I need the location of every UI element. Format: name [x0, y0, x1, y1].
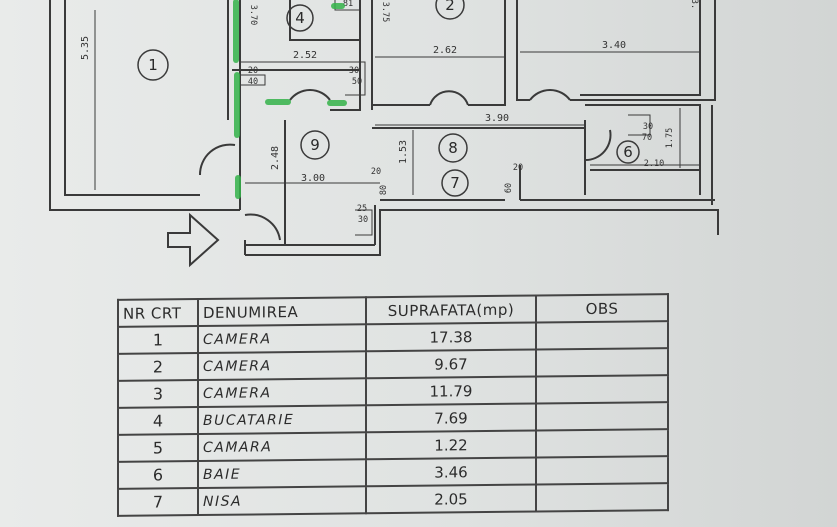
room-marker-6	[616, 140, 640, 164]
door-arc-room-3	[529, 89, 571, 101]
header-suprafata: SUPRAFATA(mp)	[366, 295, 536, 325]
door-arc-bath	[584, 129, 612, 162]
cell-nr: 1	[118, 326, 198, 354]
header-denumirea: DENUMIREA	[198, 297, 366, 327]
cell-suprafata: 2.05	[366, 484, 536, 514]
cell-obs	[536, 483, 668, 512]
dim-2-48: 2.48	[270, 146, 281, 170]
wall-bath-top	[585, 104, 701, 195]
room-9-label: 9	[310, 136, 320, 154]
wall-exterior-bottom	[245, 209, 719, 256]
dim-80: 80	[379, 185, 389, 195]
dim-40: 40	[248, 77, 258, 87]
dim-3-right: 3.	[689, 0, 699, 9]
cell-denumirea: BAIE	[198, 459, 366, 489]
vent-shaft-2	[345, 61, 366, 96]
room-6-label: 6	[623, 143, 633, 161]
dim-2-10: 2.10	[644, 159, 664, 169]
cell-obs	[536, 321, 668, 350]
room-8-label: 8	[448, 139, 458, 157]
wall-room-3-left	[516, 0, 530, 101]
door-arc-room-2	[429, 90, 469, 106]
dim-81: 81	[343, 0, 353, 9]
dim-1-53: 1.53	[398, 140, 409, 164]
room-2-label: 2	[445, 0, 455, 14]
cell-nr: 5	[118, 434, 198, 462]
dim-60: 60	[504, 183, 514, 193]
cell-nr: 7	[118, 488, 198, 516]
cell-denumirea: BUCATARIE	[198, 405, 366, 435]
door-arc-entry	[244, 213, 281, 241]
dim-1-75: 1.75	[665, 128, 675, 148]
room-marker-1	[137, 49, 169, 81]
cell-obs	[536, 456, 668, 485]
room-marker-2	[435, 0, 465, 20]
vent-shaft-4	[628, 114, 651, 136]
room-4-label: 4	[295, 9, 305, 27]
dim-20-c: 20	[513, 163, 523, 173]
cell-obs	[536, 348, 668, 377]
dim-30-a: 30	[349, 66, 359, 76]
cell-suprafata: 3.46	[366, 457, 536, 487]
door-arc-kitchen	[289, 89, 331, 101]
dim-2-62: 2.62	[433, 45, 457, 56]
dim-30-c: 30	[643, 122, 653, 132]
entrance-arrow-icon	[167, 212, 220, 268]
cell-denumirea: CAMARA	[198, 432, 366, 462]
dim-3-75: 3.75	[380, 2, 390, 22]
vent-shaft	[240, 74, 266, 86]
room-marker-4	[286, 4, 314, 32]
dim-20-a: 20	[248, 66, 258, 76]
cell-obs	[536, 429, 668, 458]
dim-3-40: 3.40	[602, 40, 626, 51]
door-arc-room-1	[198, 143, 236, 176]
cell-suprafata: 11.79	[366, 376, 536, 406]
dim-70: 70	[642, 133, 652, 143]
wall-room-3-inner	[580, 0, 701, 96]
cell-obs	[536, 375, 668, 404]
dim-5-35: 5.35	[80, 36, 91, 60]
cell-suprafata: 17.38	[366, 322, 536, 352]
cell-nr: 6	[118, 461, 198, 489]
room-marker-9	[300, 130, 330, 160]
room-marker-8	[438, 133, 468, 163]
surface-table-wrap: NR CRT DENUMIREA SUPRAFATA(mp) OBS 1 CAM…	[117, 293, 669, 517]
vent-shaft-3	[355, 209, 373, 236]
wall-room-3-bottom	[570, 0, 716, 101]
dim-20-b: 20	[371, 167, 381, 177]
cell-suprafata: 7.69	[366, 403, 536, 433]
table-row: 7 NISA 2.05	[118, 483, 668, 516]
room-7-label: 7	[450, 174, 460, 192]
cell-suprafata: 9.67	[366, 349, 536, 379]
floor-plan: 1 2 4 6 7 8 9 5.35 2.52 2.62 3.40 3.90 2…	[49, 0, 719, 268]
header-nr-crt: NR CRT	[118, 299, 198, 327]
wall-room-2-bottom-b	[468, 0, 506, 106]
header-obs: OBS	[536, 294, 668, 323]
dim-2-52: 2.52	[293, 50, 317, 61]
dim-25: 25	[357, 204, 367, 214]
dim-30-b: 30	[358, 215, 368, 225]
wall-kitchen-right	[330, 0, 361, 111]
dim-3-90: 3.90	[485, 113, 509, 124]
room-marker-7	[441, 169, 469, 197]
cell-nr: 2	[118, 353, 198, 381]
room-1-label: 1	[148, 56, 158, 74]
dim-3-70: 3.70	[248, 5, 258, 25]
wall-room-1-inner	[64, 0, 200, 196]
wall-room-1-outer	[49, 0, 240, 211]
cell-denumirea: CAMERA	[198, 351, 366, 381]
cell-nr: 3	[118, 380, 198, 408]
cell-obs	[536, 402, 668, 431]
cell-denumirea: CAMERA	[198, 324, 366, 354]
cell-nr: 4	[118, 407, 198, 435]
dim-50: 50	[352, 77, 362, 87]
surface-table: NR CRT DENUMIREA SUPRAFATA(mp) OBS 1 CAM…	[117, 293, 669, 517]
wall-pantry	[289, 0, 360, 41]
dim-3-00: 3.00	[301, 173, 325, 184]
cell-denumirea: NISA	[198, 486, 366, 516]
cell-suprafata: 1.22	[366, 430, 536, 460]
cell-denumirea: CAMERA	[198, 378, 366, 408]
